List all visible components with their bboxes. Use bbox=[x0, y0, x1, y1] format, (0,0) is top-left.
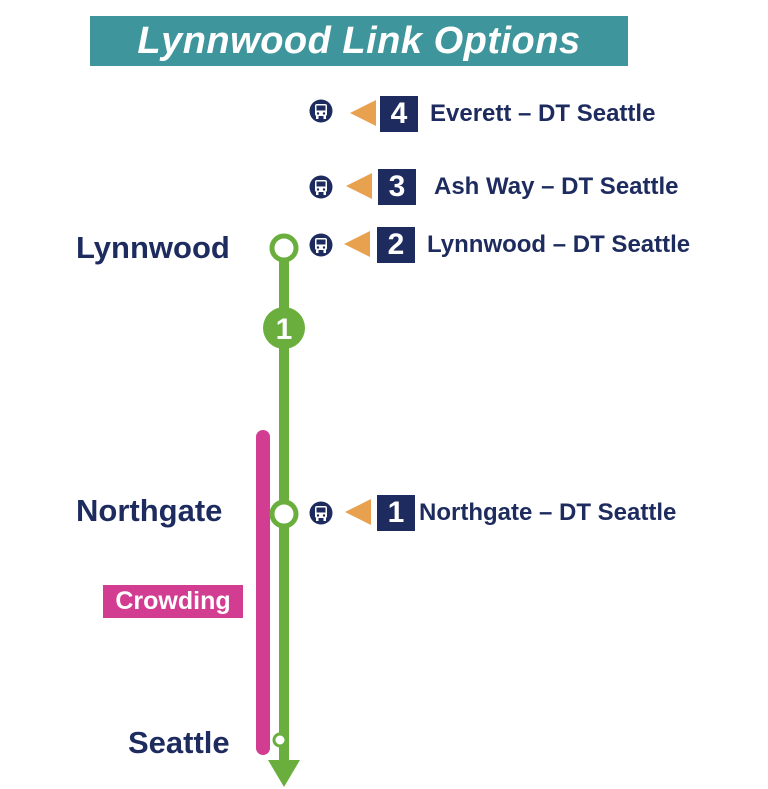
line-badge-label: 1 bbox=[276, 313, 293, 346]
station-label-lynnwood: Lynnwood bbox=[76, 230, 230, 265]
route-item: 1 Northgate – DT Seattle bbox=[377, 495, 676, 531]
station-dot-northgate bbox=[269, 499, 299, 529]
route-name: Lynnwood – DT Seattle bbox=[427, 231, 691, 258]
bus-icon bbox=[309, 233, 333, 257]
arrow-left-icon bbox=[345, 499, 371, 525]
route-name: Northgate – DT Seattle bbox=[419, 499, 677, 526]
route-number: 2 bbox=[377, 227, 415, 263]
route-name: Everett – DT Seattle bbox=[430, 100, 656, 127]
crowding-label: Crowding bbox=[103, 585, 243, 618]
station-dot-lynnwood bbox=[269, 233, 299, 263]
arrow-left-icon bbox=[344, 231, 370, 257]
route-number: 4 bbox=[380, 96, 418, 132]
route-number: 1 bbox=[377, 495, 415, 531]
route-item: 4 Everett – DT Seattle bbox=[380, 96, 655, 132]
title-bar: Lynnwood Link Options bbox=[90, 16, 628, 66]
station-label-northgate: Northgate bbox=[76, 493, 223, 528]
bus-icon bbox=[309, 501, 333, 525]
page-title: Lynnwood Link Options bbox=[137, 19, 581, 62]
line-badge bbox=[263, 307, 305, 349]
bus-icon bbox=[309, 99, 333, 123]
arrow-down-icon bbox=[268, 760, 300, 787]
route-name: Ash Way – DT Seattle bbox=[434, 173, 679, 200]
arrow-left-icon bbox=[350, 100, 376, 126]
station-dot-seattle bbox=[272, 732, 288, 748]
route-number: 3 bbox=[378, 169, 416, 205]
arrow-left-icon bbox=[346, 173, 372, 199]
route-item: 2 Lynnwood – DT Seattle bbox=[377, 227, 690, 263]
station-label-seattle: Seattle bbox=[128, 725, 230, 760]
bus-icon bbox=[309, 175, 333, 199]
route-item: 3 Ash Way – DT Seattle bbox=[378, 169, 679, 205]
